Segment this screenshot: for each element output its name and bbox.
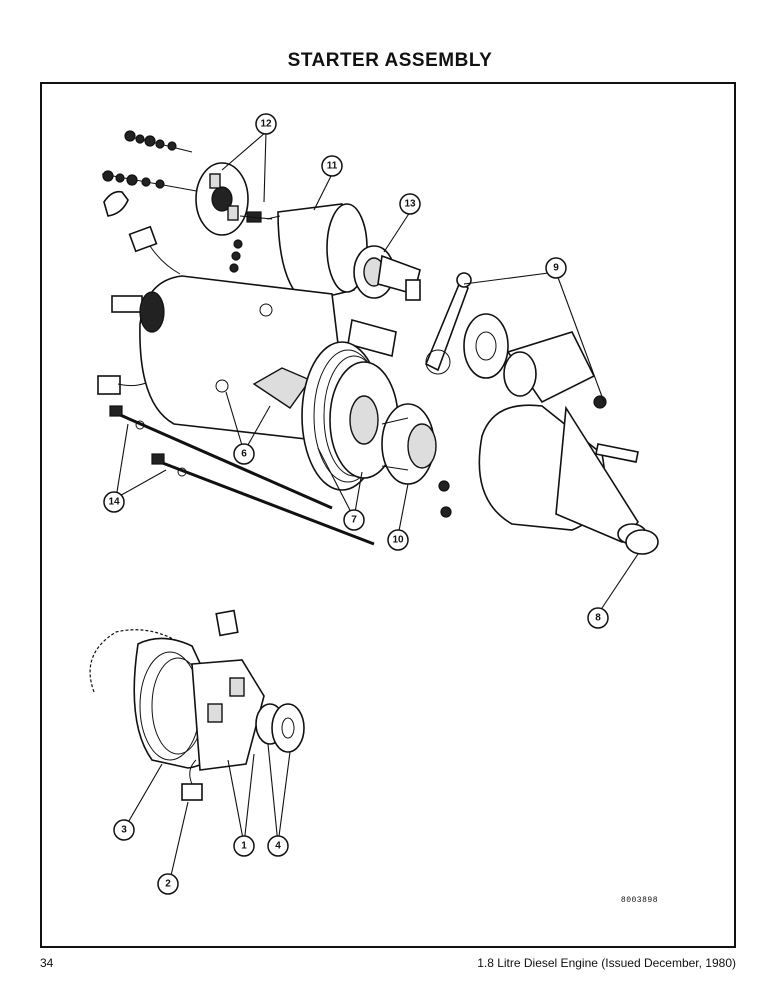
footer-text: 1.8 Litre Diesel Engine (Issued December… — [477, 956, 736, 970]
drive-pinion — [381, 403, 437, 485]
callout-13: 13 — [399, 193, 421, 215]
callout-6: 6 — [233, 443, 255, 465]
page-title: STARTER ASSEMBLY — [287, 50, 493, 71]
shift-lever — [424, 272, 509, 379]
callout-label: 14 — [108, 497, 120, 508]
callout-2: 2 — [157, 873, 179, 895]
brush-gear-inset — [89, 609, 305, 801]
solenoid — [353, 245, 421, 301]
callout-label: 2 — [165, 879, 171, 890]
callout-4: 4 — [267, 835, 289, 857]
callout-label: 13 — [404, 199, 416, 210]
callout-label: 4 — [275, 841, 281, 852]
callout-label: 6 — [241, 449, 247, 460]
callout-12: 12 — [255, 113, 277, 135]
armature — [266, 203, 368, 303]
commutator-end-bracket — [101, 130, 273, 236]
callout-label: 3 — [121, 825, 127, 836]
callout-11: 11 — [321, 155, 343, 177]
callout-1: 1 — [233, 835, 255, 857]
callout-10: 10 — [387, 529, 409, 551]
callout-label: 9 — [553, 263, 559, 274]
yoke-body — [111, 275, 397, 445]
callout-label: 11 — [327, 161, 338, 172]
callout-9: 9 — [545, 257, 567, 279]
starter-exploded-view: 12 11 13 9 6 7 10 14 8 3 1 — [89, 113, 659, 895]
callout-label: 7 — [351, 515, 357, 526]
field-coil-housing — [301, 341, 399, 491]
callout-7: 7 — [343, 509, 365, 531]
callout-label: 8 — [595, 613, 601, 624]
drive-end-housing — [438, 331, 659, 555]
figure-frame: 12 11 13 9 6 7 10 14 8 3 1 — [40, 82, 736, 948]
brush-set — [97, 225, 243, 395]
through-bolts — [109, 405, 375, 546]
callout-14: 14 — [103, 491, 125, 513]
page-number: 34 — [40, 956, 54, 970]
callout-label: 1 — [241, 841, 247, 852]
callout-3: 3 — [113, 819, 135, 841]
callout-label: 10 — [392, 535, 404, 546]
callout-label: 12 — [260, 119, 272, 130]
figure-code: 8003898 — [620, 896, 658, 905]
callout-8: 8 — [587, 607, 609, 629]
